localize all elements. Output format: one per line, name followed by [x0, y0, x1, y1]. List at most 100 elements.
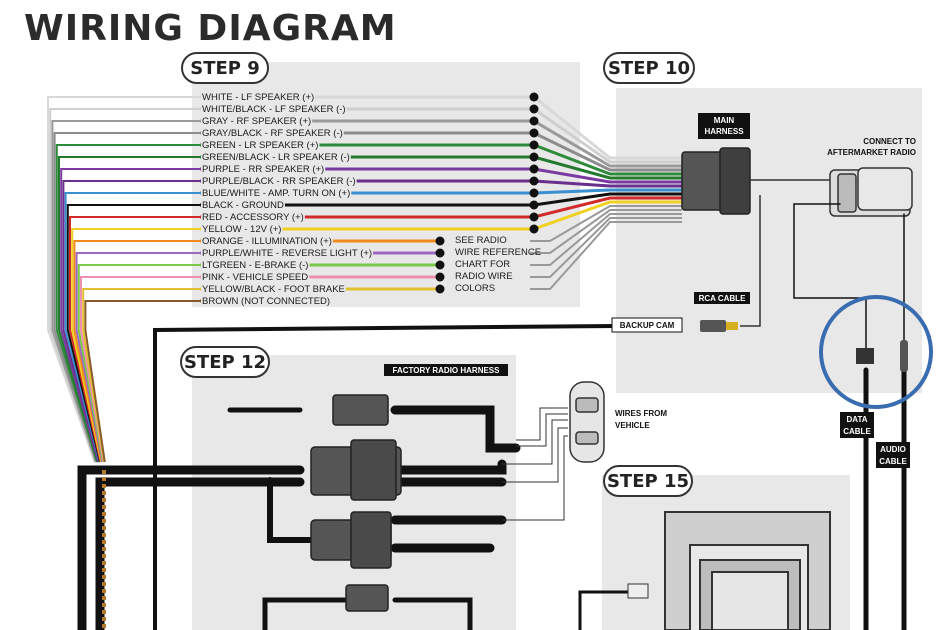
svg-text:COLORS: COLORS	[455, 283, 495, 294]
wire-junction-dot	[435, 236, 445, 246]
wire-junction-dot	[529, 164, 539, 174]
highlight-circle	[819, 295, 933, 409]
wire-left-segment	[62, 180, 200, 463]
wire-label: YELLOW/BLACK - FOOT BRAKE	[202, 284, 345, 295]
harness-cables	[77, 324, 630, 630]
wire-label-bg	[201, 188, 352, 199]
wire-junction-dot	[529, 140, 539, 150]
wire-label-bg	[201, 164, 326, 175]
step10-panel	[616, 88, 922, 393]
wire-right-segment	[200, 95, 682, 160]
rca-line	[740, 195, 761, 327]
svg-text:HARNESS: HARNESS	[704, 127, 744, 136]
wire-label: BLUE/WHITE - AMP. TURN ON (+)	[202, 188, 350, 199]
wire-label-bg	[201, 212, 305, 223]
wire-label: WHITE - LF SPEAKER (+)	[202, 92, 314, 103]
svg-text:CHART FOR: CHART FOR	[455, 259, 510, 270]
wires-from-vehicle-label: WIRES FROM VEHICLE	[615, 409, 667, 430]
wire-label-bg	[201, 248, 374, 259]
wire-junction-dot	[435, 272, 445, 282]
rca-plug	[700, 320, 738, 332]
wire-junction-dot	[529, 128, 539, 138]
wire-label: LTGREEN - E-BRAKE (-)	[202, 260, 308, 271]
wire-label-bg	[201, 176, 357, 187]
wire-left-segment	[80, 276, 200, 463]
wire-label-bg	[201, 200, 285, 211]
wire-label: GRAY/BLACK - RF SPEAKER (-)	[202, 128, 343, 139]
wire-label: BLACK - GROUND	[202, 200, 284, 211]
step15-plug	[627, 583, 649, 599]
wire-junction-dot	[435, 248, 445, 258]
wire-harness-segment	[530, 209, 682, 254]
wire-right-segment	[200, 167, 682, 184]
wire-left-segment	[77, 264, 200, 463]
svg-text:CABLE: CABLE	[879, 457, 907, 466]
wire-label: PURPLE - RR SPEAKER (+)	[202, 164, 324, 175]
wire-bundle: WHITE - LF SPEAKER (+)WHITE/BLACK - LF S…	[47, 92, 682, 463]
see-radio-note: SEE RADIO WIRE REFERENCE CHART FOR RADIO…	[455, 235, 541, 294]
step10-label: STEP 10	[608, 58, 690, 79]
wire-junction-dot	[529, 104, 539, 114]
wire-right-segment	[200, 107, 682, 164]
wire-label-bg	[201, 272, 310, 283]
wire-left-segment	[51, 120, 200, 463]
wire-junction-dot	[529, 200, 539, 210]
main-harness-connector	[681, 147, 751, 215]
wire-junction-dot	[435, 284, 445, 294]
wire-harness-segment	[530, 217, 682, 278]
wire-left-segment	[84, 300, 200, 463]
wire-label-bg	[201, 296, 332, 307]
svg-text:WIRES FROM: WIRES FROM	[615, 409, 667, 418]
wire-right-segment	[200, 188, 682, 195]
wire-right-segment	[200, 196, 682, 219]
wire-right-segment	[200, 200, 682, 231]
wire-label: PINK - VEHICLE SPEED	[202, 272, 308, 283]
wire-right-segment	[200, 192, 682, 207]
wire-harness-segment	[530, 221, 682, 290]
wire-label: RED - ACCESSORY (+)	[202, 212, 304, 223]
svg-text:AFTERMARKET RADIO: AFTERMARKET RADIO	[827, 148, 916, 157]
wire-junction-dot	[529, 212, 539, 222]
svg-text:RCA CABLE: RCA CABLE	[699, 294, 746, 303]
wire-label-bg	[201, 140, 320, 151]
wire-junction-dot	[435, 260, 445, 270]
svg-text:RADIO WIRE: RADIO WIRE	[455, 271, 513, 282]
wire-right-segment	[200, 143, 682, 176]
wire-left-segment	[64, 192, 200, 463]
svg-text:VEHICLE: VEHICLE	[615, 421, 650, 430]
svg-text:DATA: DATA	[846, 415, 867, 424]
wire-label: WHITE/BLACK - LF SPEAKER (-)	[202, 104, 346, 115]
wire-left-segment	[69, 216, 200, 463]
step9-label: STEP 9	[190, 58, 260, 79]
wire-junction-dot	[529, 176, 539, 186]
wire-label-bg	[201, 284, 346, 295]
svg-text:CONNECT TO: CONNECT TO	[863, 137, 916, 146]
wire-junction-dot	[529, 224, 539, 234]
wire-left-segment	[55, 144, 200, 463]
data-cable-plug	[856, 348, 874, 364]
wire-label: GRAY - RF SPEAKER (+)	[202, 116, 311, 127]
wire-left-segment	[49, 108, 200, 463]
wire-right-segment	[200, 119, 682, 168]
step10-badge: STEP 10	[603, 52, 695, 84]
svg-text:CABLE: CABLE	[843, 427, 871, 436]
wire-right-segment	[200, 155, 682, 180]
svg-text:BACKUP CAM: BACKUP CAM	[620, 321, 675, 330]
wire-right-segment	[200, 131, 682, 172]
svg-text:MAIN: MAIN	[714, 116, 735, 125]
wire-junction-dot	[529, 116, 539, 126]
audio-cable-label: AUDIO CABLE	[876, 442, 910, 468]
wire-label: BROWN (NOT CONNECTED)	[202, 296, 330, 307]
wire-label: YELLOW - 12V (+)	[202, 224, 281, 235]
wire-left-segment	[71, 228, 200, 463]
step12-badge: STEP 12	[180, 346, 270, 378]
car-icon	[569, 381, 605, 463]
wire-label: GREEN/BLACK - LR SPEAKER (-)	[202, 152, 350, 163]
vehicle-wires	[502, 407, 568, 521]
factory-harness-connectors	[310, 394, 402, 612]
wire-left-segment	[66, 204, 200, 463]
main-harness-label: MAIN HARNESS	[698, 113, 750, 139]
backup-cam-label: BACKUP CAM	[611, 317, 683, 333]
